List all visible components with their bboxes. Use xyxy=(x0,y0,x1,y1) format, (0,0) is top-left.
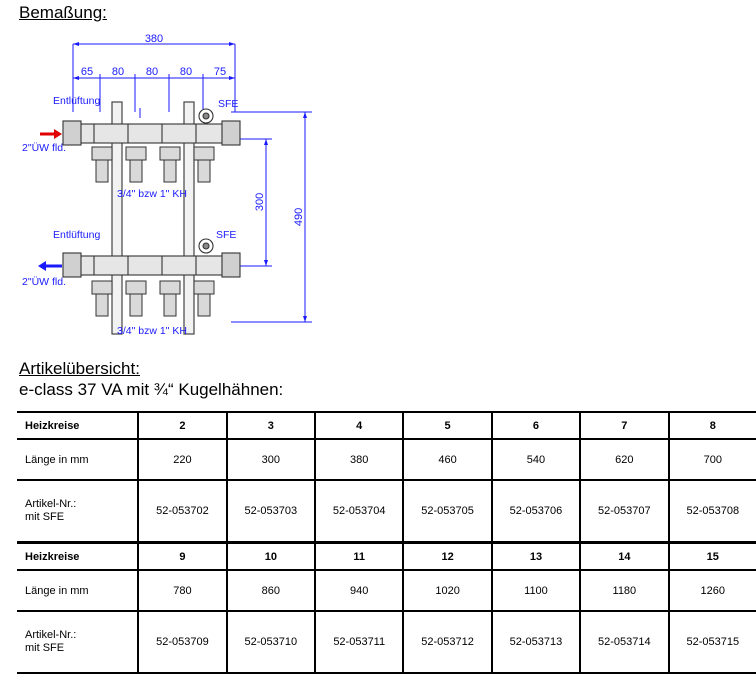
cell-length: 780 xyxy=(137,569,227,611)
dim-total-width: 380 xyxy=(145,33,163,45)
flow-out-arrow xyxy=(38,261,62,271)
dim-segment-1: 65 xyxy=(81,66,93,78)
row-label-circuits: Heizkreise xyxy=(17,542,139,570)
label-vent-bottom: Entlüftung xyxy=(53,229,100,241)
cell-length: 1100 xyxy=(490,569,581,611)
label-ball-valve-top: 3/4" bzw 1" KH xyxy=(117,188,187,200)
cell-length: 220 xyxy=(137,438,227,480)
table-row-circuits: Heizkreise 2 3 4 5 6 7 8 xyxy=(17,411,756,439)
cell-article: 52-053702 xyxy=(137,479,227,543)
cell-article: 52-053709 xyxy=(137,610,227,674)
cell-article: 52-053707 xyxy=(579,479,669,543)
cell-length: 940 xyxy=(314,569,404,611)
cell-circuits: 12 xyxy=(402,542,492,570)
cell-length: 1020 xyxy=(402,569,492,611)
cell-length: 700 xyxy=(667,438,756,480)
dim-segment-2: 80 xyxy=(112,66,124,78)
cell-article: 52-053713 xyxy=(490,610,581,674)
dimensions-heading: Bemaßung: xyxy=(19,3,107,22)
cell-circuits: 4 xyxy=(314,411,404,439)
cell-circuits: 5 xyxy=(402,411,492,439)
cell-length: 860 xyxy=(225,569,316,611)
cell-article: 52-053712 xyxy=(402,610,492,674)
cell-article: 52-053715 xyxy=(667,610,756,674)
row-label-article-line2: mit SFE xyxy=(25,642,65,654)
cell-circuits: 13 xyxy=(490,542,581,570)
row-label-article: Artikel-Nr.: mit SFE xyxy=(17,610,139,674)
row-label-circuits: Heizkreise xyxy=(17,411,139,439)
row-label-length: Länge in mm xyxy=(17,438,139,480)
cell-length: 620 xyxy=(579,438,669,480)
label-vent-top: Entlüftung xyxy=(53,95,100,107)
cell-length: 1180 xyxy=(579,569,669,611)
flow-in-arrow xyxy=(40,129,62,139)
row-label-length: Länge in mm xyxy=(17,569,139,611)
dimension-arrows xyxy=(73,42,307,322)
cell-circuits: 2 xyxy=(137,411,227,439)
manifold-drawing: 380 65 80 80 80 75 300 490 xyxy=(22,33,312,337)
table-row-length: Länge in mm 780 860 940 1020 1100 1180 1… xyxy=(17,569,756,611)
bottom-manifold xyxy=(62,238,241,278)
frame-rails xyxy=(111,101,195,335)
cell-length: 1260 xyxy=(667,569,756,611)
cell-circuits: 7 xyxy=(579,411,669,439)
cell-article: 52-053708 xyxy=(667,479,756,543)
bottom-valves xyxy=(91,280,215,317)
table-row-article: Artikel-Nr.: mit SFE 52-053709 52-053710… xyxy=(17,610,756,674)
spec-table-2: Heizkreise 9 10 11 12 13 14 15 Länge in … xyxy=(17,542,756,674)
cell-article: 52-053705 xyxy=(402,479,492,543)
spec-table-1: Heizkreise 2 3 4 5 6 7 8 Länge in mm 220… xyxy=(17,411,756,543)
cell-article: 52-053706 xyxy=(490,479,581,543)
cell-length: 300 xyxy=(225,438,316,480)
cell-circuits: 15 xyxy=(667,542,756,570)
dim-segment-3: 80 xyxy=(146,66,158,78)
row-label-article: Artikel-Nr.: mit SFE xyxy=(17,479,139,543)
cell-article: 52-053710 xyxy=(225,610,316,674)
cell-article: 52-053711 xyxy=(314,610,404,674)
cell-circuits: 8 xyxy=(667,411,756,439)
label-sfe-bottom: SFE xyxy=(216,229,236,241)
cell-article: 52-053714 xyxy=(579,610,669,674)
label-flow-in: 2"ÜW fld. xyxy=(22,142,66,154)
overview-heading: Artikelübersicht: xyxy=(19,359,140,378)
row-label-article-line1: Artikel-Nr.: xyxy=(25,629,77,641)
dim-height-inner: 300 xyxy=(254,193,266,211)
cell-length: 380 xyxy=(314,438,404,480)
cell-length: 460 xyxy=(402,438,492,480)
cell-circuits: 6 xyxy=(490,411,581,439)
cell-circuits: 3 xyxy=(225,411,316,439)
dim-segment-5: 75 xyxy=(214,66,226,78)
table-row-article: Artikel-Nr.: mit SFE 52-053702 52-053703… xyxy=(17,479,756,543)
row-label-article-line2: mit SFE xyxy=(25,511,65,523)
cell-length: 540 xyxy=(490,438,581,480)
label-sfe-top: SFE xyxy=(218,98,238,110)
cell-circuits: 14 xyxy=(579,542,669,570)
cell-article: 52-053704 xyxy=(314,479,404,543)
label-flow-out: 2"ÜW fld. xyxy=(22,276,66,288)
cell-circuits: 10 xyxy=(225,542,316,570)
cell-circuits: 9 xyxy=(137,542,227,570)
cell-circuits: 11 xyxy=(314,542,404,570)
dim-segment-4: 80 xyxy=(180,66,192,78)
label-ball-valve-bottom: 3/4" bzw 1" KH xyxy=(117,325,187,337)
table-row-circuits: Heizkreise 9 10 11 12 13 14 15 xyxy=(17,542,756,570)
dim-height-total: 490 xyxy=(293,208,305,226)
cell-article: 52-053703 xyxy=(225,479,316,543)
top-valves xyxy=(91,146,215,183)
product-heading: e-class 37 VA mit ¾“ Kugelhähnen: xyxy=(19,380,284,399)
top-manifold xyxy=(62,108,241,146)
table-row-length: Länge in mm 220 300 380 460 540 620 700 xyxy=(17,438,756,480)
row-label-article-line1: Artikel-Nr.: xyxy=(25,498,77,510)
